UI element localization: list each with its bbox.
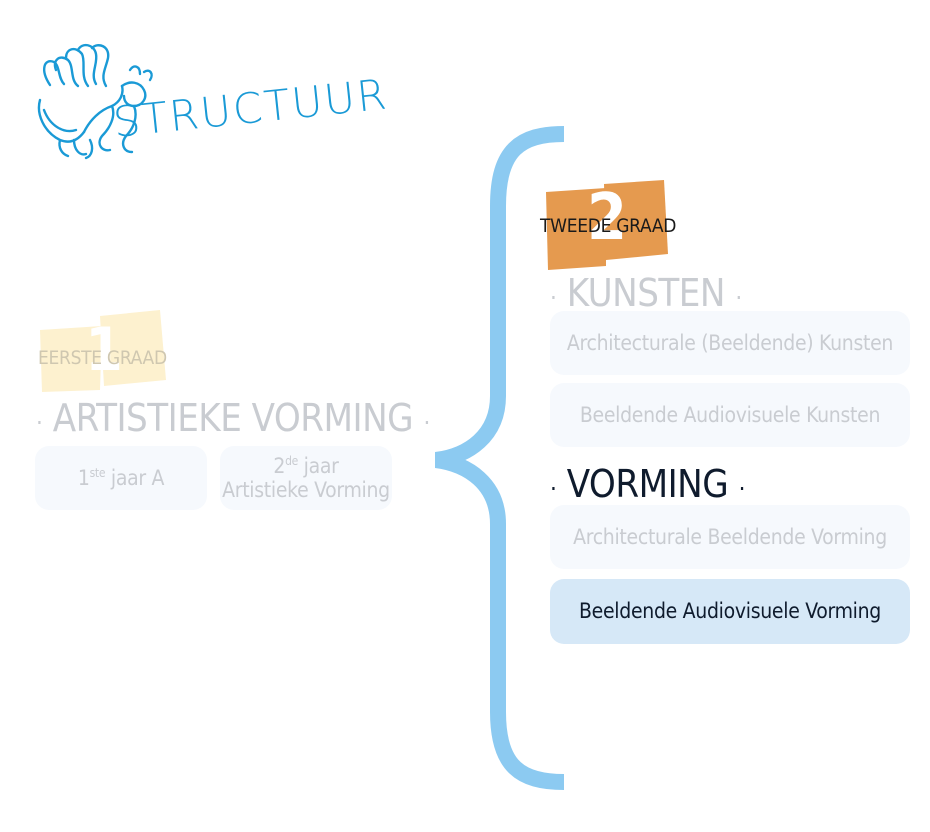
card-second-year-artistic-label: 2de jaar Artistieke Vorming [222, 453, 390, 502]
first-grade-badge-shape [40, 310, 166, 392]
second-grade-label: TWEEDE GRAAD [540, 215, 677, 237]
bullet-dot: · [735, 284, 742, 312]
first-grade-heading-text: ARTISTIEKE VORMING [52, 396, 414, 440]
bullet-dot: · [550, 475, 557, 503]
first-grade-numeral: 1 [85, 315, 123, 385]
bullet-dot: · [738, 475, 746, 503]
first-grade-badge: 1 EERSTE GRAAD [38, 310, 167, 396]
group-heading-vorming: · VORMING · [550, 462, 745, 506]
card-architectural-vorming[interactable]: Architecturale Beeldende Vorming [550, 505, 910, 569]
bullet-dot: · [423, 409, 431, 437]
card-first-year-a[interactable]: 1ste jaar A [35, 446, 207, 510]
card-second-year-artistic[interactable]: 2de jaar Artistieke Vorming [220, 446, 392, 510]
group-heading-vorming-text: VORMING [566, 462, 729, 506]
griffin-icon [37, 43, 153, 160]
card-architectural-vorming-label: Architecturale Beeldende Vorming [573, 524, 887, 549]
first-grade-heading: · ARTISTIEKE VORMING · [36, 396, 430, 440]
card-audiovisual-arts-label: Beeldende Audiovisuele Kunsten [579, 402, 881, 427]
group-heading-kunsten-text: KUNSTEN [566, 271, 726, 315]
card-audiovisual-vorming-label: Beeldende Audiovisuele Vorming [578, 599, 881, 624]
bullet-dot: · [550, 284, 557, 312]
first-grade-label: EERSTE GRAAD [38, 347, 167, 369]
card-architectural-arts[interactable]: Architecturale (Beeldende) Kunsten [550, 311, 910, 375]
card-first-year-a-label: 1ste jaar A [77, 465, 165, 490]
card-audiovisual-vorming[interactable]: Beeldende Audiovisuele Vorming [550, 579, 910, 644]
curly-brace [434, 126, 565, 790]
card-architectural-arts-label: Architecturale (Beeldende) Kunsten [566, 330, 894, 355]
second-grade-badge-shape [546, 180, 668, 270]
card-audiovisual-arts[interactable]: Beeldende Audiovisuele Kunsten [550, 383, 910, 447]
group-heading-kunsten: · KUNSTEN · [550, 271, 742, 315]
bullet-dot: · [36, 409, 43, 437]
second-grade-badge: 2 TWEEDE GRAAD [540, 180, 677, 272]
second-grade-numeral: 2 [586, 181, 628, 255]
